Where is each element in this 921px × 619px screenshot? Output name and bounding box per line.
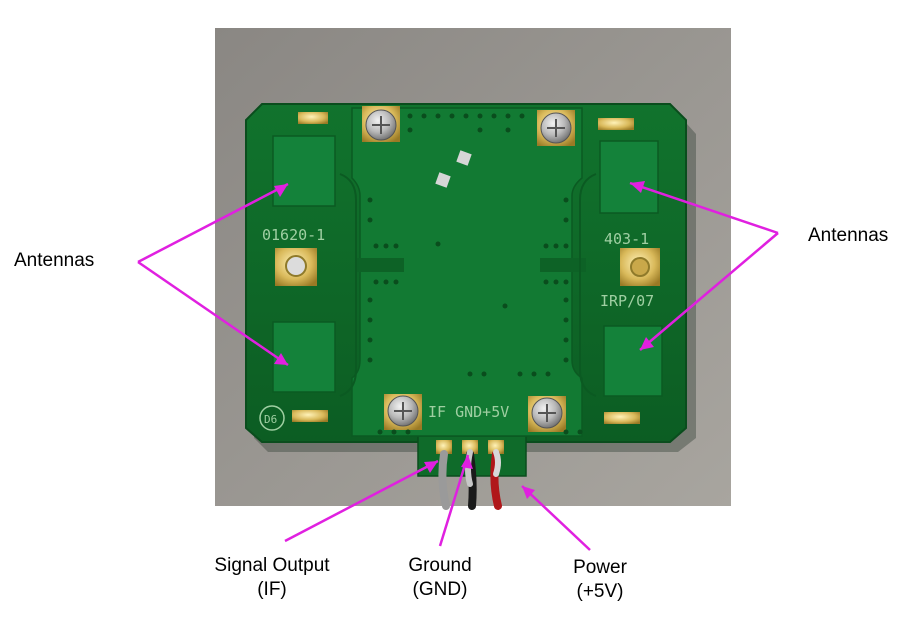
label-power-line2: (+5V) (576, 581, 624, 602)
antenna-pad-bottom-left (272, 321, 336, 393)
screw-bottom-left (384, 394, 422, 430)
arrowhead-left-top (274, 184, 288, 197)
gold-pad-top-right (598, 118, 634, 130)
right-notch (540, 258, 586, 272)
connector-pad-gnd (462, 440, 478, 454)
gold-pad-bottom-right (604, 412, 640, 424)
arrowhead-signal (424, 461, 438, 473)
via-right (630, 257, 650, 277)
arrowhead-right-bottom (640, 337, 654, 350)
label-ground-line2: (GND) (412, 579, 468, 600)
arrows (137, 181, 779, 551)
gold-pad-top-left (298, 112, 328, 124)
arrowhead-power (522, 486, 535, 499)
silk-pin-labels: IF GND+5V (428, 403, 509, 421)
via-left (285, 255, 307, 277)
label-ground-line1: Ground (408, 555, 472, 576)
label-signal-output: Signal Output (IF) (192, 554, 352, 602)
wire-gnd-solder (465, 449, 473, 487)
connector-pad-5v (488, 440, 504, 454)
silk-right-part-number: 403-1 (604, 230, 649, 248)
silk-logo-ring (259, 405, 285, 431)
label-signal-output-line1: Signal Output (214, 555, 330, 576)
wire-5v-solder (493, 449, 501, 477)
center-shield (351, 107, 583, 437)
label-ground: Ground (GND) (390, 554, 490, 602)
arrow-signal (284, 459, 439, 543)
connector-pad-if (436, 440, 452, 454)
arrowheads (274, 181, 654, 499)
label-antennas-right: Antennas (808, 224, 888, 248)
arrowhead-ground (461, 455, 473, 469)
screw-top-left (362, 106, 400, 142)
label-antennas-right-text: Antennas (808, 225, 889, 246)
antenna-pad-top-left (272, 135, 336, 207)
arrowhead-right-top (630, 181, 645, 193)
antenna-pad-bottom-right (603, 325, 663, 397)
smd-part-1 (456, 150, 472, 166)
antenna-pad-top-right (599, 140, 659, 214)
silk-left-part-number: 01620-1 (262, 226, 325, 244)
left-notch (356, 258, 404, 272)
label-antennas-left: Antennas (14, 249, 94, 273)
arrow-right-top (629, 181, 779, 235)
arrow-ground (438, 454, 470, 547)
screw-top-right (537, 110, 575, 146)
screw-bottom-right (528, 396, 566, 432)
arrowhead-left-bottom (274, 353, 288, 365)
label-power: Power (+5V) (550, 556, 650, 604)
wire-if (438, 450, 450, 510)
left-trace (339, 173, 357, 397)
smd-part-2 (435, 172, 451, 188)
arrow-power (521, 485, 591, 551)
arrow-left-top (137, 182, 289, 264)
label-antennas-left-text: Antennas (14, 250, 95, 271)
arrow-right-bottom (639, 232, 779, 351)
via-grid (367, 113, 583, 435)
silk-logo: D6 (264, 413, 277, 426)
gold-pad-bottom-left (292, 410, 328, 422)
arrow-left-bottom (137, 260, 289, 367)
label-signal-output-line2: (IF) (257, 579, 287, 600)
right-trace (579, 173, 597, 397)
silk-right-code: IRP/07 (600, 292, 654, 310)
label-power-line1: Power (573, 557, 627, 578)
